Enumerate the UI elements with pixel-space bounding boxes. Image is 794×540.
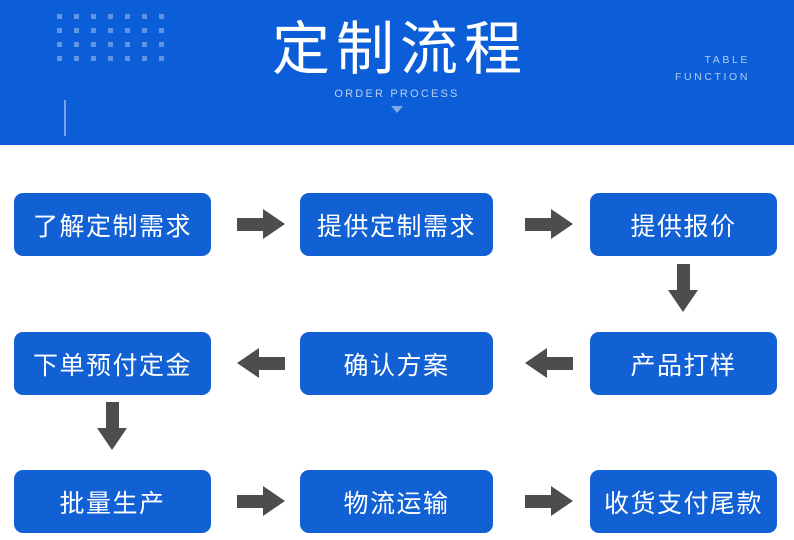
arrow-left-icon xyxy=(525,348,573,379)
arrow-left-icon xyxy=(237,348,285,379)
flow-node-place-order-deposit[interactable]: 下单预付定金 xyxy=(14,332,211,395)
flow-node-provide-requirements[interactable]: 提供定制需求 xyxy=(300,193,493,256)
arrow-right-icon xyxy=(525,209,573,240)
flow-node-understand-requirements[interactable]: 了解定制需求 xyxy=(14,193,211,256)
page-subtitle: ORDER PROCESS xyxy=(334,88,460,100)
chevron-down-icon xyxy=(391,106,403,113)
vertical-rule-decoration xyxy=(64,100,66,136)
arrow-down-icon xyxy=(668,264,699,312)
flow-node-product-sampling[interactable]: 产品打样 xyxy=(590,332,777,395)
page-header-banner: 定制流程 ORDER PROCESS TABLE FUNCTION xyxy=(0,0,794,145)
flow-node-logistics-transport[interactable]: 物流运输 xyxy=(300,470,493,533)
corner-label-line1: TABLE xyxy=(704,54,750,66)
arrow-right-icon xyxy=(237,486,285,517)
page-title: 定制流程 xyxy=(271,17,528,82)
flow-node-mass-production[interactable]: 批量生产 xyxy=(14,470,211,533)
flow-node-confirm-plan[interactable]: 确认方案 xyxy=(300,332,493,395)
arrow-right-icon xyxy=(237,209,285,240)
dot-grid-decoration xyxy=(57,14,176,70)
arrow-right-icon xyxy=(525,486,573,517)
corner-label-line2: FUNCTION xyxy=(674,71,750,83)
process-flowchart: 了解定制需求 提供定制需求 提供报价 下单预付定金 确认方案 产品打样 批量生产… xyxy=(0,145,794,540)
corner-label: TABLE FUNCTION xyxy=(675,52,750,86)
flow-node-provide-quote[interactable]: 提供报价 xyxy=(590,193,777,256)
arrow-down-icon xyxy=(97,402,128,450)
flow-node-receive-pay-balance[interactable]: 收货支付尾款 xyxy=(590,470,777,533)
header-title-block: 定制流程 ORDER PROCESS xyxy=(0,0,794,113)
